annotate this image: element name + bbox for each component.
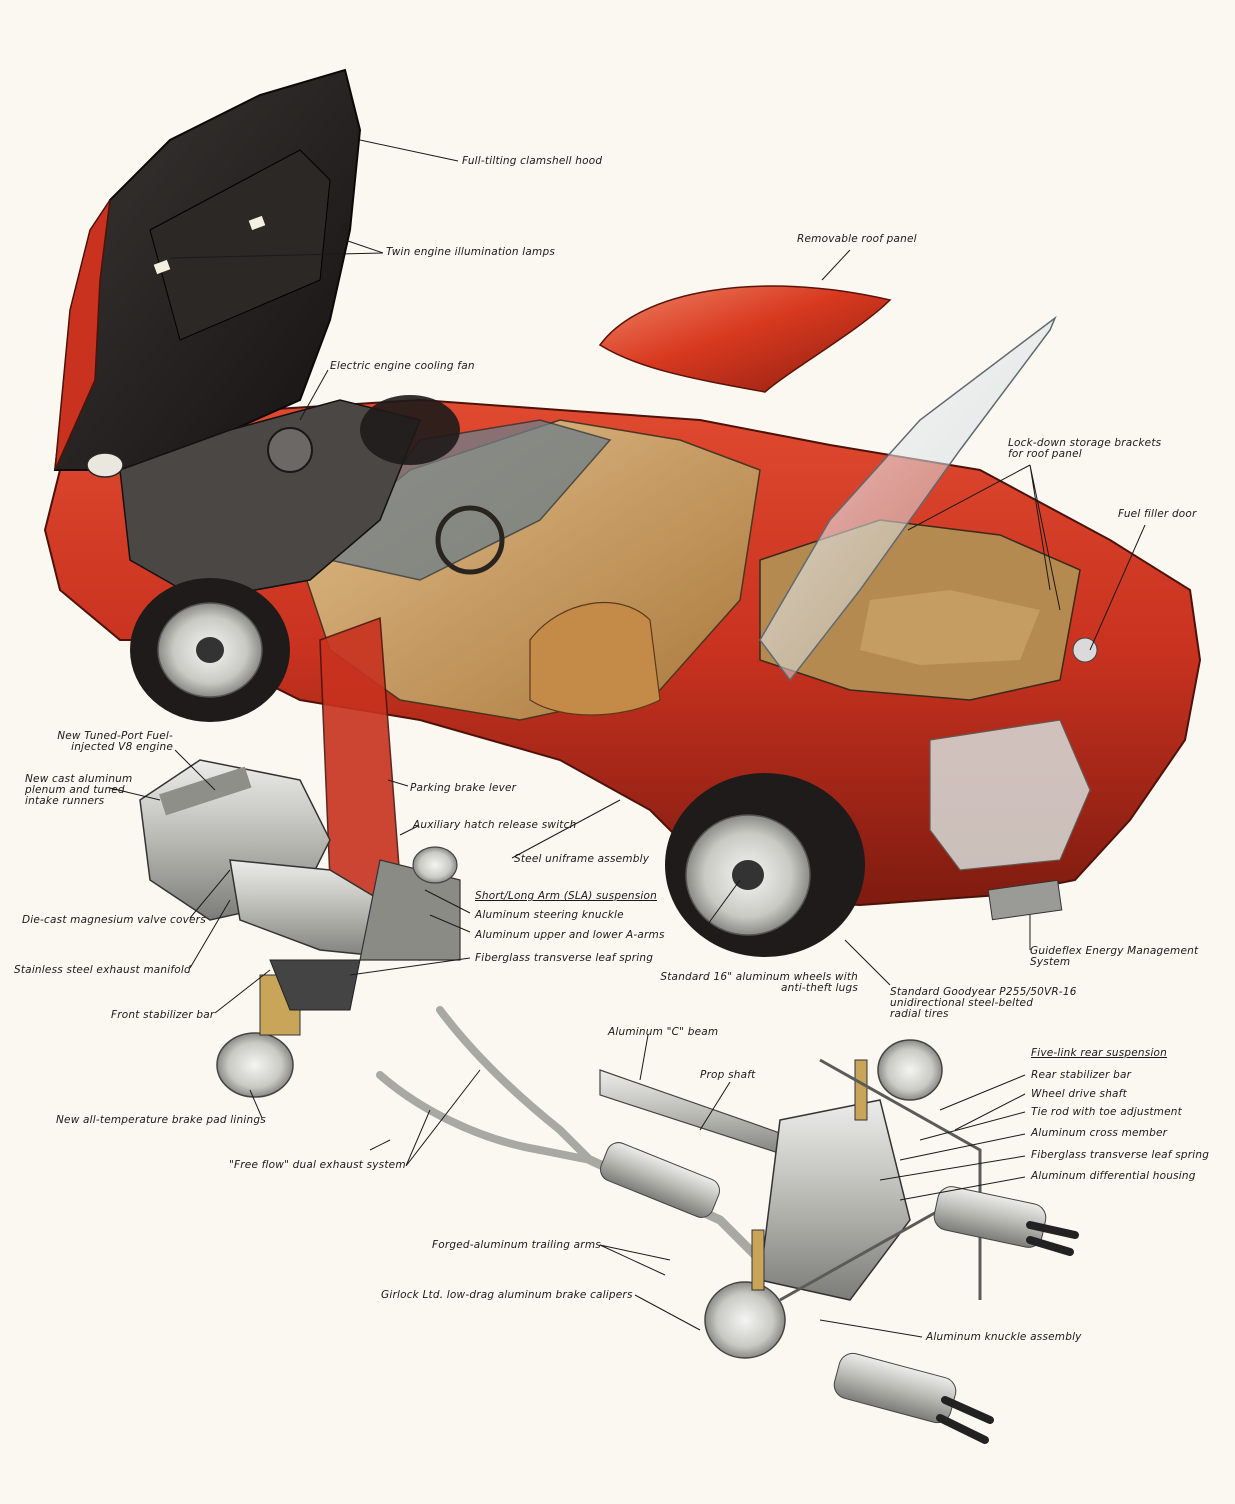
label-stabilizer: Front stabilizer bar [111, 1009, 215, 1021]
label-rear-leaf: Fiberglass transverse leaf spring [1031, 1149, 1210, 1161]
mufflers [833, 1186, 1079, 1444]
engine-lamp-left [153, 259, 171, 275]
seat [529, 601, 661, 716]
label-drive-shaft: Wheel drive shaft [1031, 1088, 1127, 1100]
label-trailing: Forged-aluminum trailing arms [432, 1239, 601, 1251]
label-plenum: New cast aluminum plenum and tuned intak… [25, 773, 133, 807]
label-diff: Aluminum differential housing [1031, 1170, 1196, 1182]
label-calipers: Girlock Ltd. low-drag aluminum brake cal… [381, 1289, 633, 1301]
label-fuel-door: Fuel filler door [1118, 508, 1197, 520]
label-tires: Standard Goodyear P255/50VR-16 unidirect… [890, 986, 1077, 1020]
fuel-tank [929, 719, 1091, 871]
label-hatch-switch: Auxiliary hatch release switch [413, 819, 577, 831]
headlight [86, 452, 124, 478]
label-lamps: Twin engine illumination lamps [386, 246, 556, 258]
label-c-beam: Aluminum "C" beam [608, 1026, 719, 1038]
cooling-fan [267, 427, 313, 473]
front-wheel [130, 578, 290, 722]
label-front-leaf: Fiberglass transverse leaf spring [475, 952, 654, 964]
label-wheels: Standard 16" aluminum wheels with anti-t… [660, 971, 858, 994]
rear-drivetrain [376, 1006, 1001, 1359]
label-exhaust: "Free flow" dual exhaust system [229, 1159, 406, 1171]
label-fan: Electric engine cooling fan [330, 360, 475, 372]
roof-panel [598, 285, 892, 393]
fuel-filler-door [1072, 637, 1098, 663]
label-rear-stab: Rear stabilizer bar [1031, 1069, 1132, 1081]
label-uniframe: Steel uniframe assembly [514, 853, 650, 865]
steering-wheel [435, 505, 505, 575]
label-tie-rod: Tie rod with toe adjustment [1031, 1106, 1182, 1118]
engine-bay [119, 399, 422, 601]
label-knuckle-assy: Aluminum knuckle assembly [926, 1331, 1082, 1343]
label-a-arms: Aluminum upper and lower A-arms [475, 929, 665, 941]
guideflex-bumper [987, 879, 1063, 921]
label-parking: Parking brake lever [410, 782, 517, 794]
glass-hatch [759, 315, 1057, 682]
label-cross-member: Aluminum cross member [1031, 1127, 1168, 1139]
rear-wheel [665, 773, 865, 957]
label-hood: Full-tilting clamshell hood [462, 155, 603, 167]
label-brackets: Lock-down storage brackets for roof pane… [1008, 437, 1162, 460]
rear-inner-wheel [360, 395, 460, 465]
label-brake-pads: New all-temperature brake pad linings [56, 1114, 266, 1126]
label-valve-covers: Die-cast magnesium valve covers [22, 914, 206, 926]
front-suspension [216, 846, 461, 1098]
leader-lines [109, 139, 1146, 1338]
label-prop-shaft: Prop shaft [700, 1069, 756, 1081]
label-five-link: Five-link rear suspension [1031, 1047, 1168, 1059]
label-guideflex: Guideflex Energy Management System [1030, 945, 1199, 968]
label-roof: Removable roof panel [797, 233, 917, 245]
label-sla: Short/Long Arm (SLA) suspension [475, 890, 657, 902]
label-engine: New Tuned-Port Fuel- injected V8 engine [57, 730, 173, 753]
label-knuckle: Aluminum steering knuckle [475, 909, 624, 921]
engine-lamp-right [248, 215, 266, 231]
label-manifold: Stainless steel exhaust manifold [14, 964, 191, 976]
